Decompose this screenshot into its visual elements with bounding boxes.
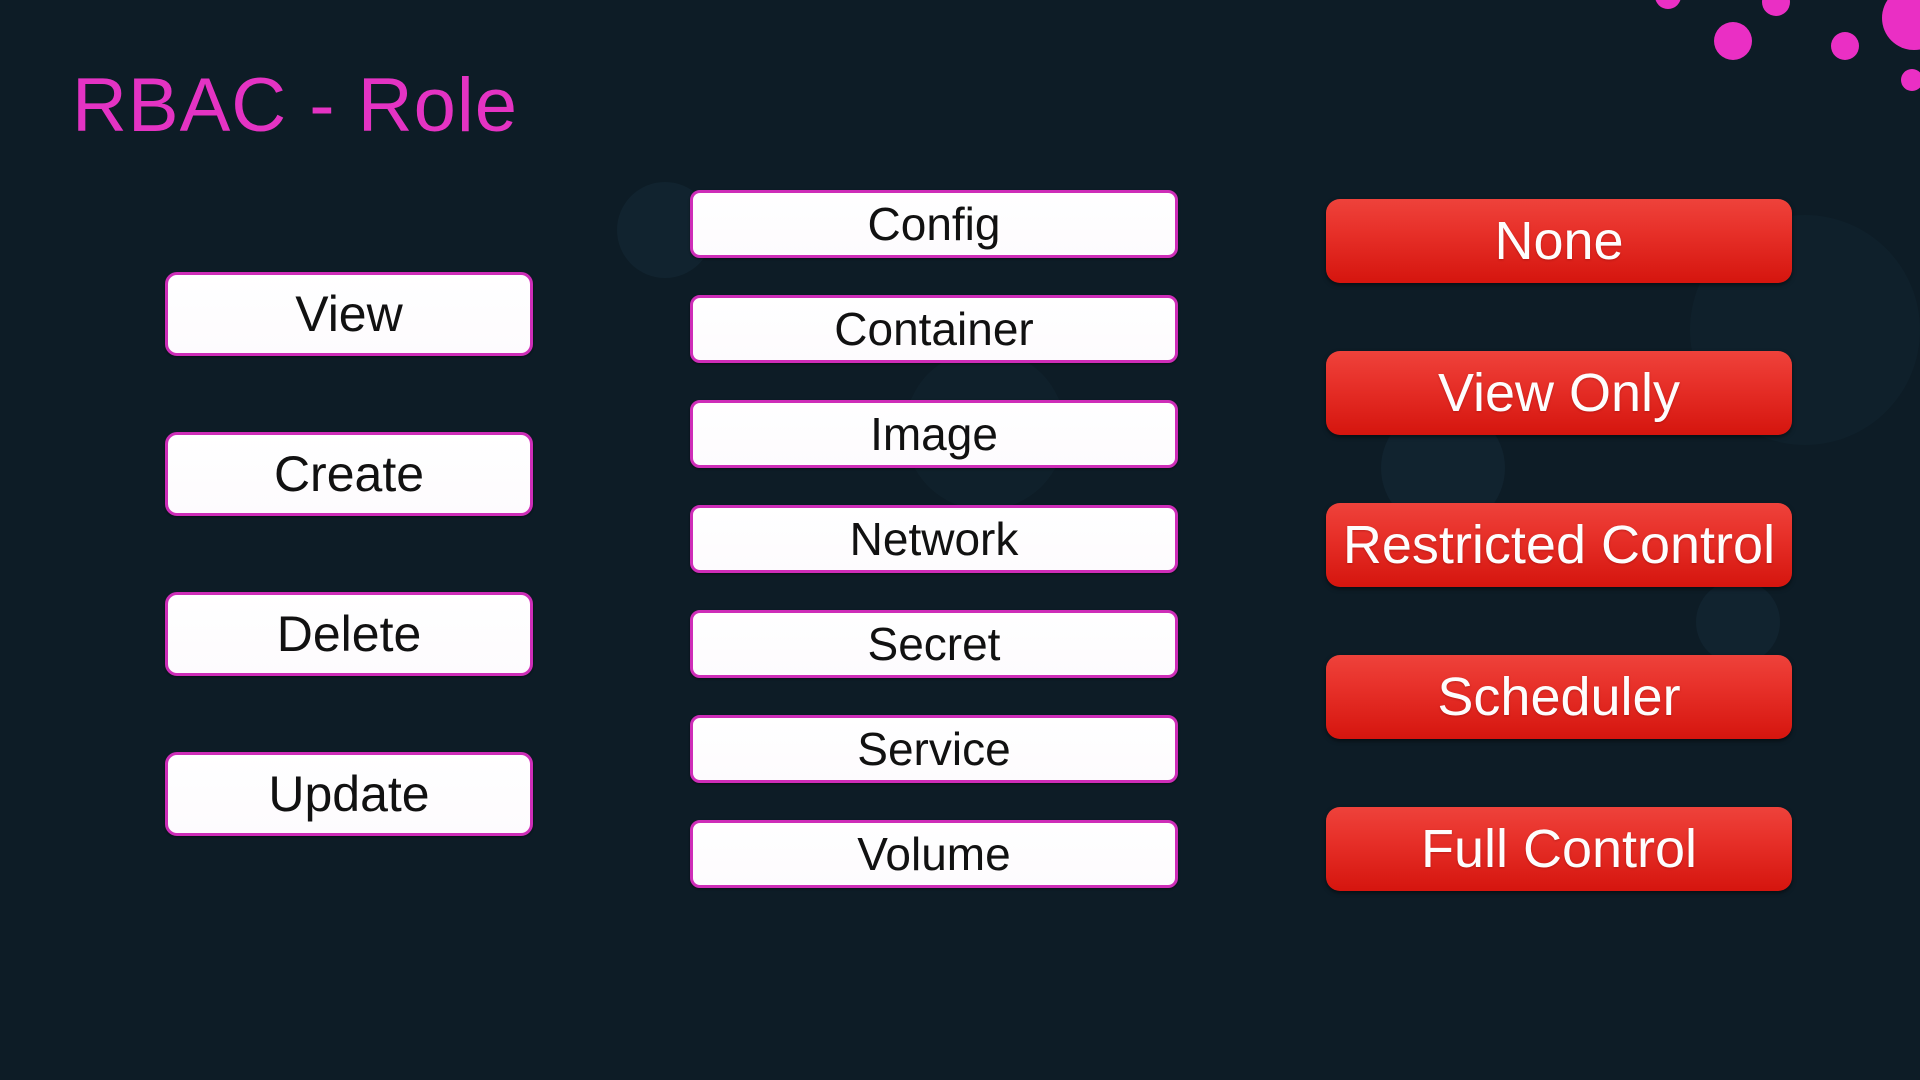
resource-box: Volume bbox=[690, 820, 1178, 888]
resource-box: Network bbox=[690, 505, 1178, 573]
corner-dot bbox=[1762, 0, 1790, 16]
caption: Who can do what operations on which reso… bbox=[0, 938, 1920, 1080]
operation-label: Delete bbox=[276, 606, 422, 662]
resource-box: Config bbox=[690, 190, 1178, 258]
role-box: Full Control bbox=[1326, 807, 1792, 891]
slide-title: RBAC - Role bbox=[72, 63, 518, 148]
corner-dot bbox=[1655, 0, 1681, 9]
role-label: None bbox=[1494, 211, 1624, 271]
operation-label: Create bbox=[273, 446, 425, 502]
role-box: None bbox=[1326, 199, 1792, 283]
roles-column: None View Only Restricted Control Schedu… bbox=[1326, 199, 1792, 891]
resources-column: Config Container Image Network Secret Se… bbox=[690, 190, 1178, 888]
corner-dot bbox=[1882, 0, 1920, 50]
role-box: View Only bbox=[1326, 351, 1792, 435]
operation-label: Update bbox=[268, 766, 430, 822]
corner-dot bbox=[1901, 69, 1920, 91]
resource-label: Secret bbox=[867, 618, 1001, 670]
resource-box: Container bbox=[690, 295, 1178, 363]
role-label: Full Control bbox=[1420, 819, 1698, 879]
resource-label: Volume bbox=[857, 828, 1011, 880]
operations-column: View Create Delete Update bbox=[165, 272, 533, 836]
resource-label: Network bbox=[849, 513, 1019, 565]
resource-label: Config bbox=[867, 198, 1001, 250]
resource-label: Image bbox=[870, 408, 998, 460]
operation-box: Update bbox=[165, 752, 533, 836]
operation-box: View bbox=[165, 272, 533, 356]
resource-box: Service bbox=[690, 715, 1178, 783]
operation-box: Create bbox=[165, 432, 533, 516]
role-box: Scheduler bbox=[1326, 655, 1792, 739]
role-label: Scheduler bbox=[1437, 667, 1681, 727]
operation-label: View bbox=[295, 286, 403, 342]
resource-box: Secret bbox=[690, 610, 1178, 678]
corner-dot bbox=[1831, 32, 1859, 60]
role-label: View Only bbox=[1437, 363, 1681, 423]
resource-label: Container bbox=[834, 303, 1034, 355]
role-label: Restricted Control bbox=[1342, 515, 1776, 575]
corner-dot bbox=[1714, 22, 1752, 60]
role-box: Restricted Control bbox=[1326, 503, 1792, 587]
operation-box: Delete bbox=[165, 592, 533, 676]
resource-box: Image bbox=[690, 400, 1178, 468]
resource-label: Service bbox=[857, 723, 1011, 775]
